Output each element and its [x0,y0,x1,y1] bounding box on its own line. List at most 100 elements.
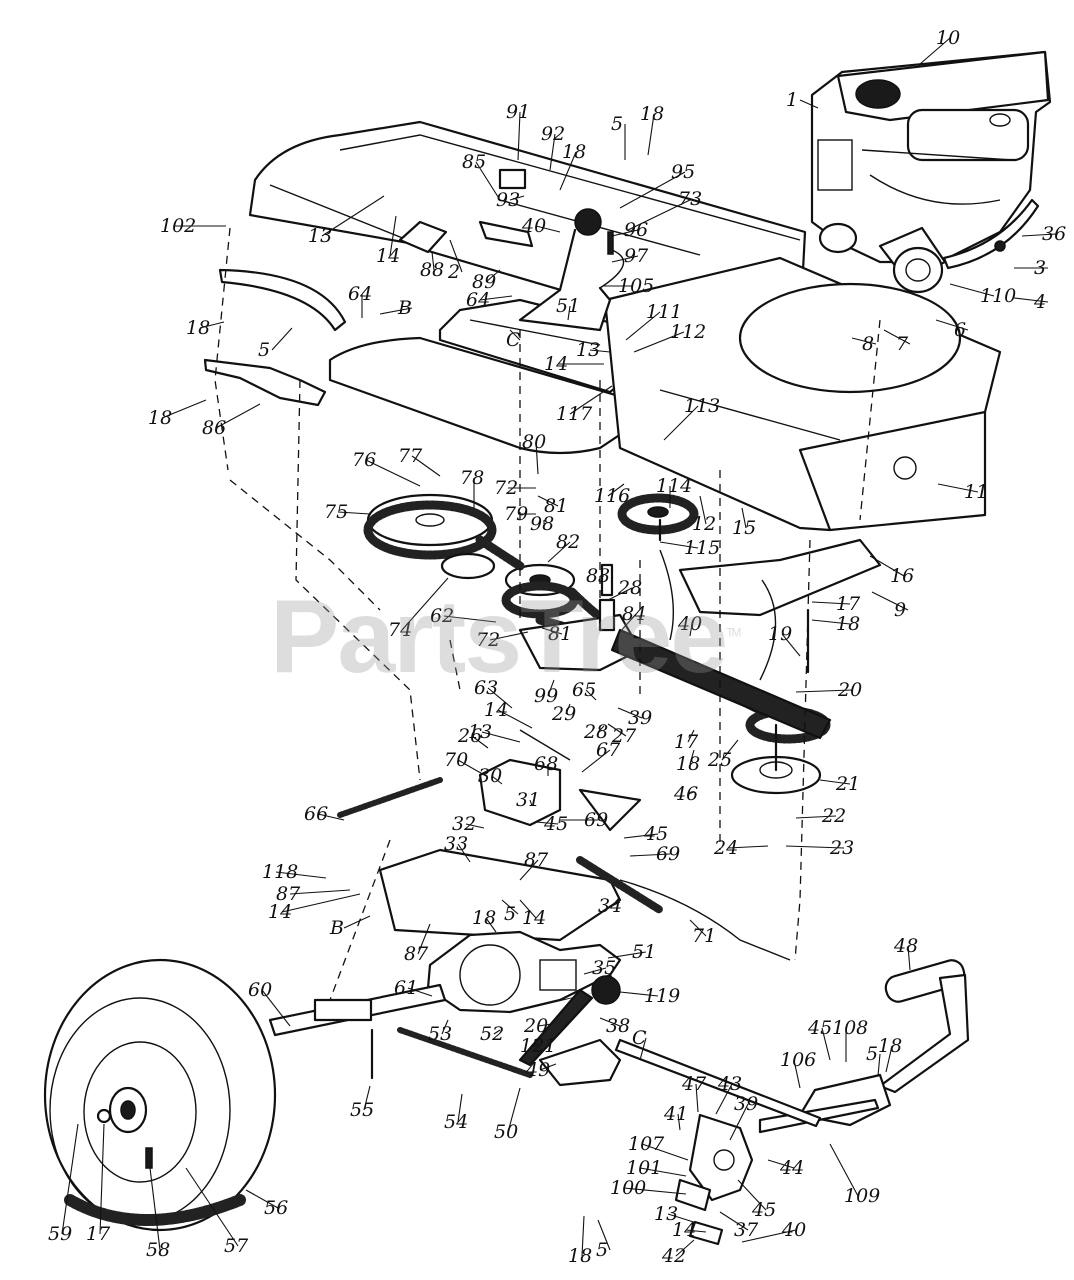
callout-c16: 16 [890,565,914,587]
leader-line [741,1229,797,1243]
leader-line [541,627,563,635]
leader-line [539,1063,557,1071]
leader-line [935,319,969,331]
leader-line [535,441,539,475]
leader-line [699,495,707,525]
callout-c18b: 18 [562,141,586,163]
callout-c97: 97 [624,245,649,267]
callout-c6: 6 [954,319,966,341]
leader-line [795,815,837,819]
leader-line [559,151,577,191]
leader-line [795,689,853,693]
leader-line [185,1167,239,1247]
leader-line [719,1211,749,1231]
callout-cC1: C [506,329,521,351]
leader-line [907,945,911,971]
callout-c106: 106 [780,1049,816,1071]
leader-line [389,215,397,257]
callout-c88: 88 [420,259,444,281]
transaxle-frame [337,729,791,961]
leader-line [161,399,207,419]
callout-c64a: 64 [348,283,372,305]
leader-line [877,1053,881,1077]
callout-c113: 113 [684,395,720,417]
callout-c116: 116 [594,485,630,507]
callout-c51a: 51 [556,295,580,317]
callout-c95: 95 [671,161,695,183]
callout-c100: 100 [610,1177,646,1199]
callout-c54: 54 [444,1111,468,1133]
leader-line [547,541,571,563]
leader-line [547,679,555,697]
callout-c14c: 14 [484,699,508,721]
leader-line [639,1167,687,1177]
leader-line [443,615,497,623]
leader-line [441,1019,449,1035]
leader-line [565,703,571,715]
leader-line [365,459,421,487]
callout-c33: 33 [444,833,468,855]
callout-c18f: 18 [676,753,700,775]
leader-line [487,687,513,709]
callout-c93: 93 [496,189,520,211]
callout-c3: 3 [1034,257,1046,279]
leader-line [583,967,607,975]
callout-c62: 62 [430,605,454,627]
leader-line [811,601,851,605]
leader-line [687,729,695,743]
leader-line [851,337,877,345]
callout-c22: 22 [821,805,846,827]
callout-c18i: 18 [568,1245,592,1267]
callout-c23: 23 [829,837,854,859]
callout-c79: 79 [504,503,528,525]
callout-c111: 111 [646,301,682,323]
callout-c52: 52 [480,1023,504,1045]
callout-c67: 67 [596,739,621,761]
callout-c72b: 72 [476,629,500,651]
leader-line [737,1179,767,1211]
callout-c18a: 18 [640,103,664,125]
callout-c13b: 13 [576,339,600,361]
leader-line [623,833,659,839]
callout-c45b: 45 [643,823,668,845]
callout-c17a: 17 [836,593,861,615]
leader-line [667,1213,701,1225]
callout-c63: 63 [474,677,498,699]
callout-c49: 49 [525,1059,550,1081]
callout-c64b: 64 [466,289,490,311]
callout-c118: 118 [262,861,298,883]
leader-line [819,779,851,785]
leader-line [883,329,911,345]
callout-c61: 61 [394,977,418,999]
callout-c96: 96 [624,219,648,241]
callout-c43: 43 [717,1073,742,1095]
leader-line [627,198,693,231]
callout-c56: 56 [264,1197,288,1219]
leader-line [417,923,431,955]
callout-c92: 92 [541,123,565,145]
callout-c14f: 14 [672,1219,696,1241]
leader-line [677,1113,681,1131]
callout-c46: 46 [673,783,698,805]
leader-line [497,709,533,729]
callout-c28a: 28 [617,577,642,599]
callout-c39b: 39 [734,1093,758,1115]
callout-c85: 85 [462,151,486,173]
foot-plate [203,168,534,407]
leader-line [623,1187,687,1195]
leader-line [617,707,643,719]
callout-c27: 27 [611,725,637,747]
leader-line [289,889,351,895]
leader-line [695,1083,699,1113]
leader-line [569,385,613,415]
callout-c17b: 17 [674,731,699,753]
callout-c101: 101 [626,1157,662,1179]
callout-c59: 59 [48,1223,72,1245]
leader-line [485,917,497,933]
leader-line [149,1167,161,1251]
leader-line [431,251,435,271]
callout-c47: 47 [681,1073,707,1095]
leader-line [537,495,559,507]
callout-c18c: 18 [186,317,210,339]
